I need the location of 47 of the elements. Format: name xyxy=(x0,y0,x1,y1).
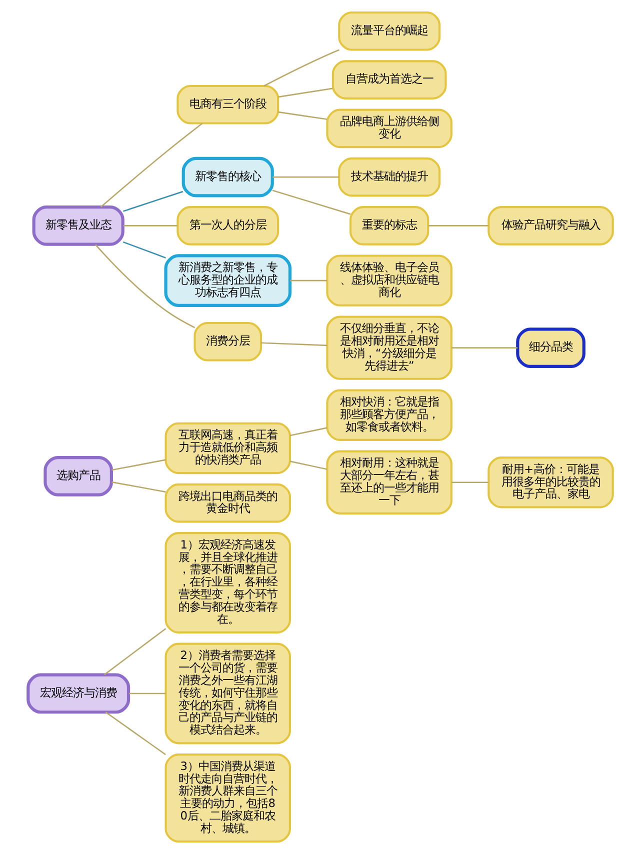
node-box: 宏观经济与消费 xyxy=(26,673,130,714)
node-box: 技术基础的提升 xyxy=(338,157,440,197)
node-box: 选购产品 xyxy=(43,456,112,496)
connector xyxy=(272,190,350,215)
node-box: 流量平台的崛起 xyxy=(338,11,440,51)
node-box: 1）宏观经济高速发展，并且全球化推进，需要不断调整自己，在行业里，各种经营类型变，每个环节的参与都在改变着存在。 xyxy=(164,532,290,634)
connector xyxy=(451,347,517,348)
node-box: 新零售及业态 xyxy=(32,206,124,246)
connector xyxy=(428,225,488,226)
connector xyxy=(103,628,166,676)
node-box: 细分品类 xyxy=(516,328,585,368)
node-box: 耐用+高价：可能是用很多年的比较贵的电子产品、家电 xyxy=(487,456,614,508)
node-box: 3）中国消费从渠道时代走向自营时代，新消费人群来自三个主要的动力，包括80后、二胎家庭和农村、城镇。 xyxy=(164,754,290,843)
connector xyxy=(289,460,327,470)
node-box: 电商有三个阶段 xyxy=(176,84,279,124)
node-box: 品牌电商上游供给侧变化 xyxy=(326,108,452,148)
connector xyxy=(104,712,166,756)
node-box: 第一次人的分层 xyxy=(176,206,279,246)
connector xyxy=(122,190,183,212)
node-box: 线体体验、电子会员、虚拟店和供应链电商化 xyxy=(326,254,452,306)
connector xyxy=(111,481,166,493)
connector xyxy=(290,280,327,282)
node-box: 不仅细分垂直，不论是相对耐用还是相对快消，“分级细分是先得进去” xyxy=(326,316,452,380)
connector xyxy=(122,241,166,258)
connector xyxy=(263,49,339,86)
connector xyxy=(278,111,327,120)
node-box: 互联网高速，真正着力于造就低价和高频的快消类产品 xyxy=(164,422,290,474)
node-box: 新消费之新零售，专心服务型的企业的成功标志有四点 xyxy=(164,254,292,307)
node-box: 新零售的核心 xyxy=(181,156,274,198)
connector xyxy=(272,176,338,178)
node-box: 自营成为首选之一 xyxy=(331,60,446,100)
node-box: 跨境出口电商品类的黄金时代 xyxy=(164,483,290,523)
connector xyxy=(111,459,166,471)
connector xyxy=(278,88,332,98)
connector xyxy=(100,122,202,208)
connector xyxy=(128,692,166,694)
node-box: 相对耐用：这种就是大部分一年左右，甚至还上的一些才能用一下 xyxy=(326,450,452,514)
node-box: 消费分层 xyxy=(193,322,262,362)
node-box: 重要的标志 xyxy=(348,206,429,246)
connector xyxy=(289,427,327,436)
node-box: 体验产品研究与融入 xyxy=(487,206,614,246)
connector xyxy=(260,342,327,346)
node-box: 2）消费者需要选择一个公司的货，需要消费之外一些有江湖传统，如何守住那些变化的东西，就将自己的产品与产业链的模式结合起来。 xyxy=(164,642,290,744)
connector xyxy=(451,482,488,484)
connector xyxy=(94,244,194,328)
node-box: 相对快消：它就是指那些顾客方便产品，如零食或者饮料。 xyxy=(326,389,452,441)
connector xyxy=(122,225,177,226)
